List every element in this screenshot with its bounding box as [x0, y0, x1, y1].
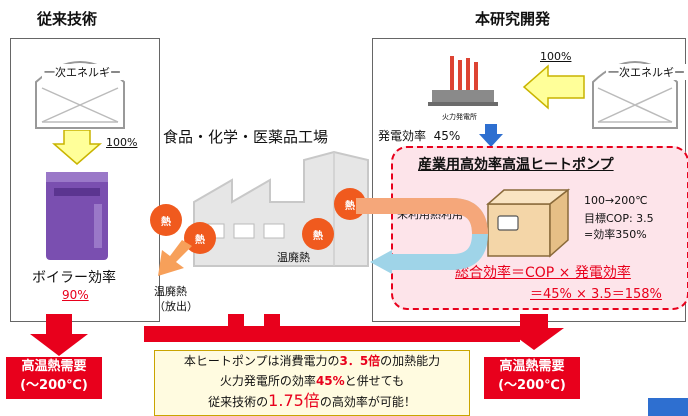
released-heat-note: （放出）	[154, 300, 198, 313]
primary-energy-label-left: 一次エネルギー	[42, 64, 123, 80]
corner-tab	[648, 398, 688, 416]
boiler-efficiency-value: 90%	[62, 288, 89, 302]
power-plant-label: 火力発電所	[442, 113, 477, 121]
heat-pump-title: 産業用高効率高温ヒートポンプ	[418, 157, 614, 173]
heat-badge-1: 熱	[150, 204, 182, 236]
factory-title: 食品・化学・医薬品工場	[163, 128, 329, 146]
red-flow-arrows	[30, 314, 564, 356]
summary-note: 本ヒートポンプは消費電力の3．5倍の加熱能力 火力発電所の効率45%と併せても …	[154, 350, 470, 416]
yellow-arrow-down-left	[52, 130, 102, 165]
orange-arrow-released	[158, 240, 192, 276]
blue-arrow-down	[479, 124, 503, 147]
input-pct-left: 100%	[106, 136, 138, 149]
demand-box-left: 高温熱需要(〜200℃)	[6, 357, 102, 399]
waste-heat-pipe-arrow	[356, 198, 489, 274]
primary-energy-label-right: 一次エネルギー	[606, 64, 687, 80]
spec-temp: 100→200℃	[584, 194, 648, 207]
header-conventional: 従来技術	[37, 10, 98, 28]
header-this-research: 本研究開発	[475, 10, 551, 28]
yellow-arrow-left-right	[522, 64, 585, 110]
total-efficiency-formula: 総合効率＝COP × 発電効率	[455, 265, 631, 281]
spec-eff: =効率350%	[584, 228, 647, 241]
power-plant-icon	[428, 56, 498, 106]
gen-efficiency-label: 発電効率 45%	[378, 129, 461, 143]
heat-badge-3: 熱	[334, 188, 366, 220]
released-heat-label: 温廃熱	[154, 285, 187, 298]
boiler-icon	[46, 172, 108, 260]
total-efficiency-result: ＝45% × 3.5＝158%	[530, 287, 662, 302]
heat-badge-4: 熱	[302, 218, 334, 250]
note-line-3: 従来技術の1.75倍の高効率が可能！	[208, 391, 416, 410]
spec-cop: 目標COP: 3.5	[584, 212, 654, 225]
boiler-efficiency-label: ボイラー効率	[32, 270, 116, 286]
waste-heat-label: 温廃熱	[277, 251, 310, 264]
heat-pump-unit-icon	[486, 188, 571, 258]
note-line-2: 火力発電所の効率45%と併せても	[219, 374, 405, 388]
input-pct-right: 100%	[540, 50, 572, 63]
demand-box-right: 高温熱需要(〜200℃)	[484, 357, 580, 399]
note-line-1: 本ヒートポンプは消費電力の3．5倍の加熱能力	[183, 354, 441, 368]
